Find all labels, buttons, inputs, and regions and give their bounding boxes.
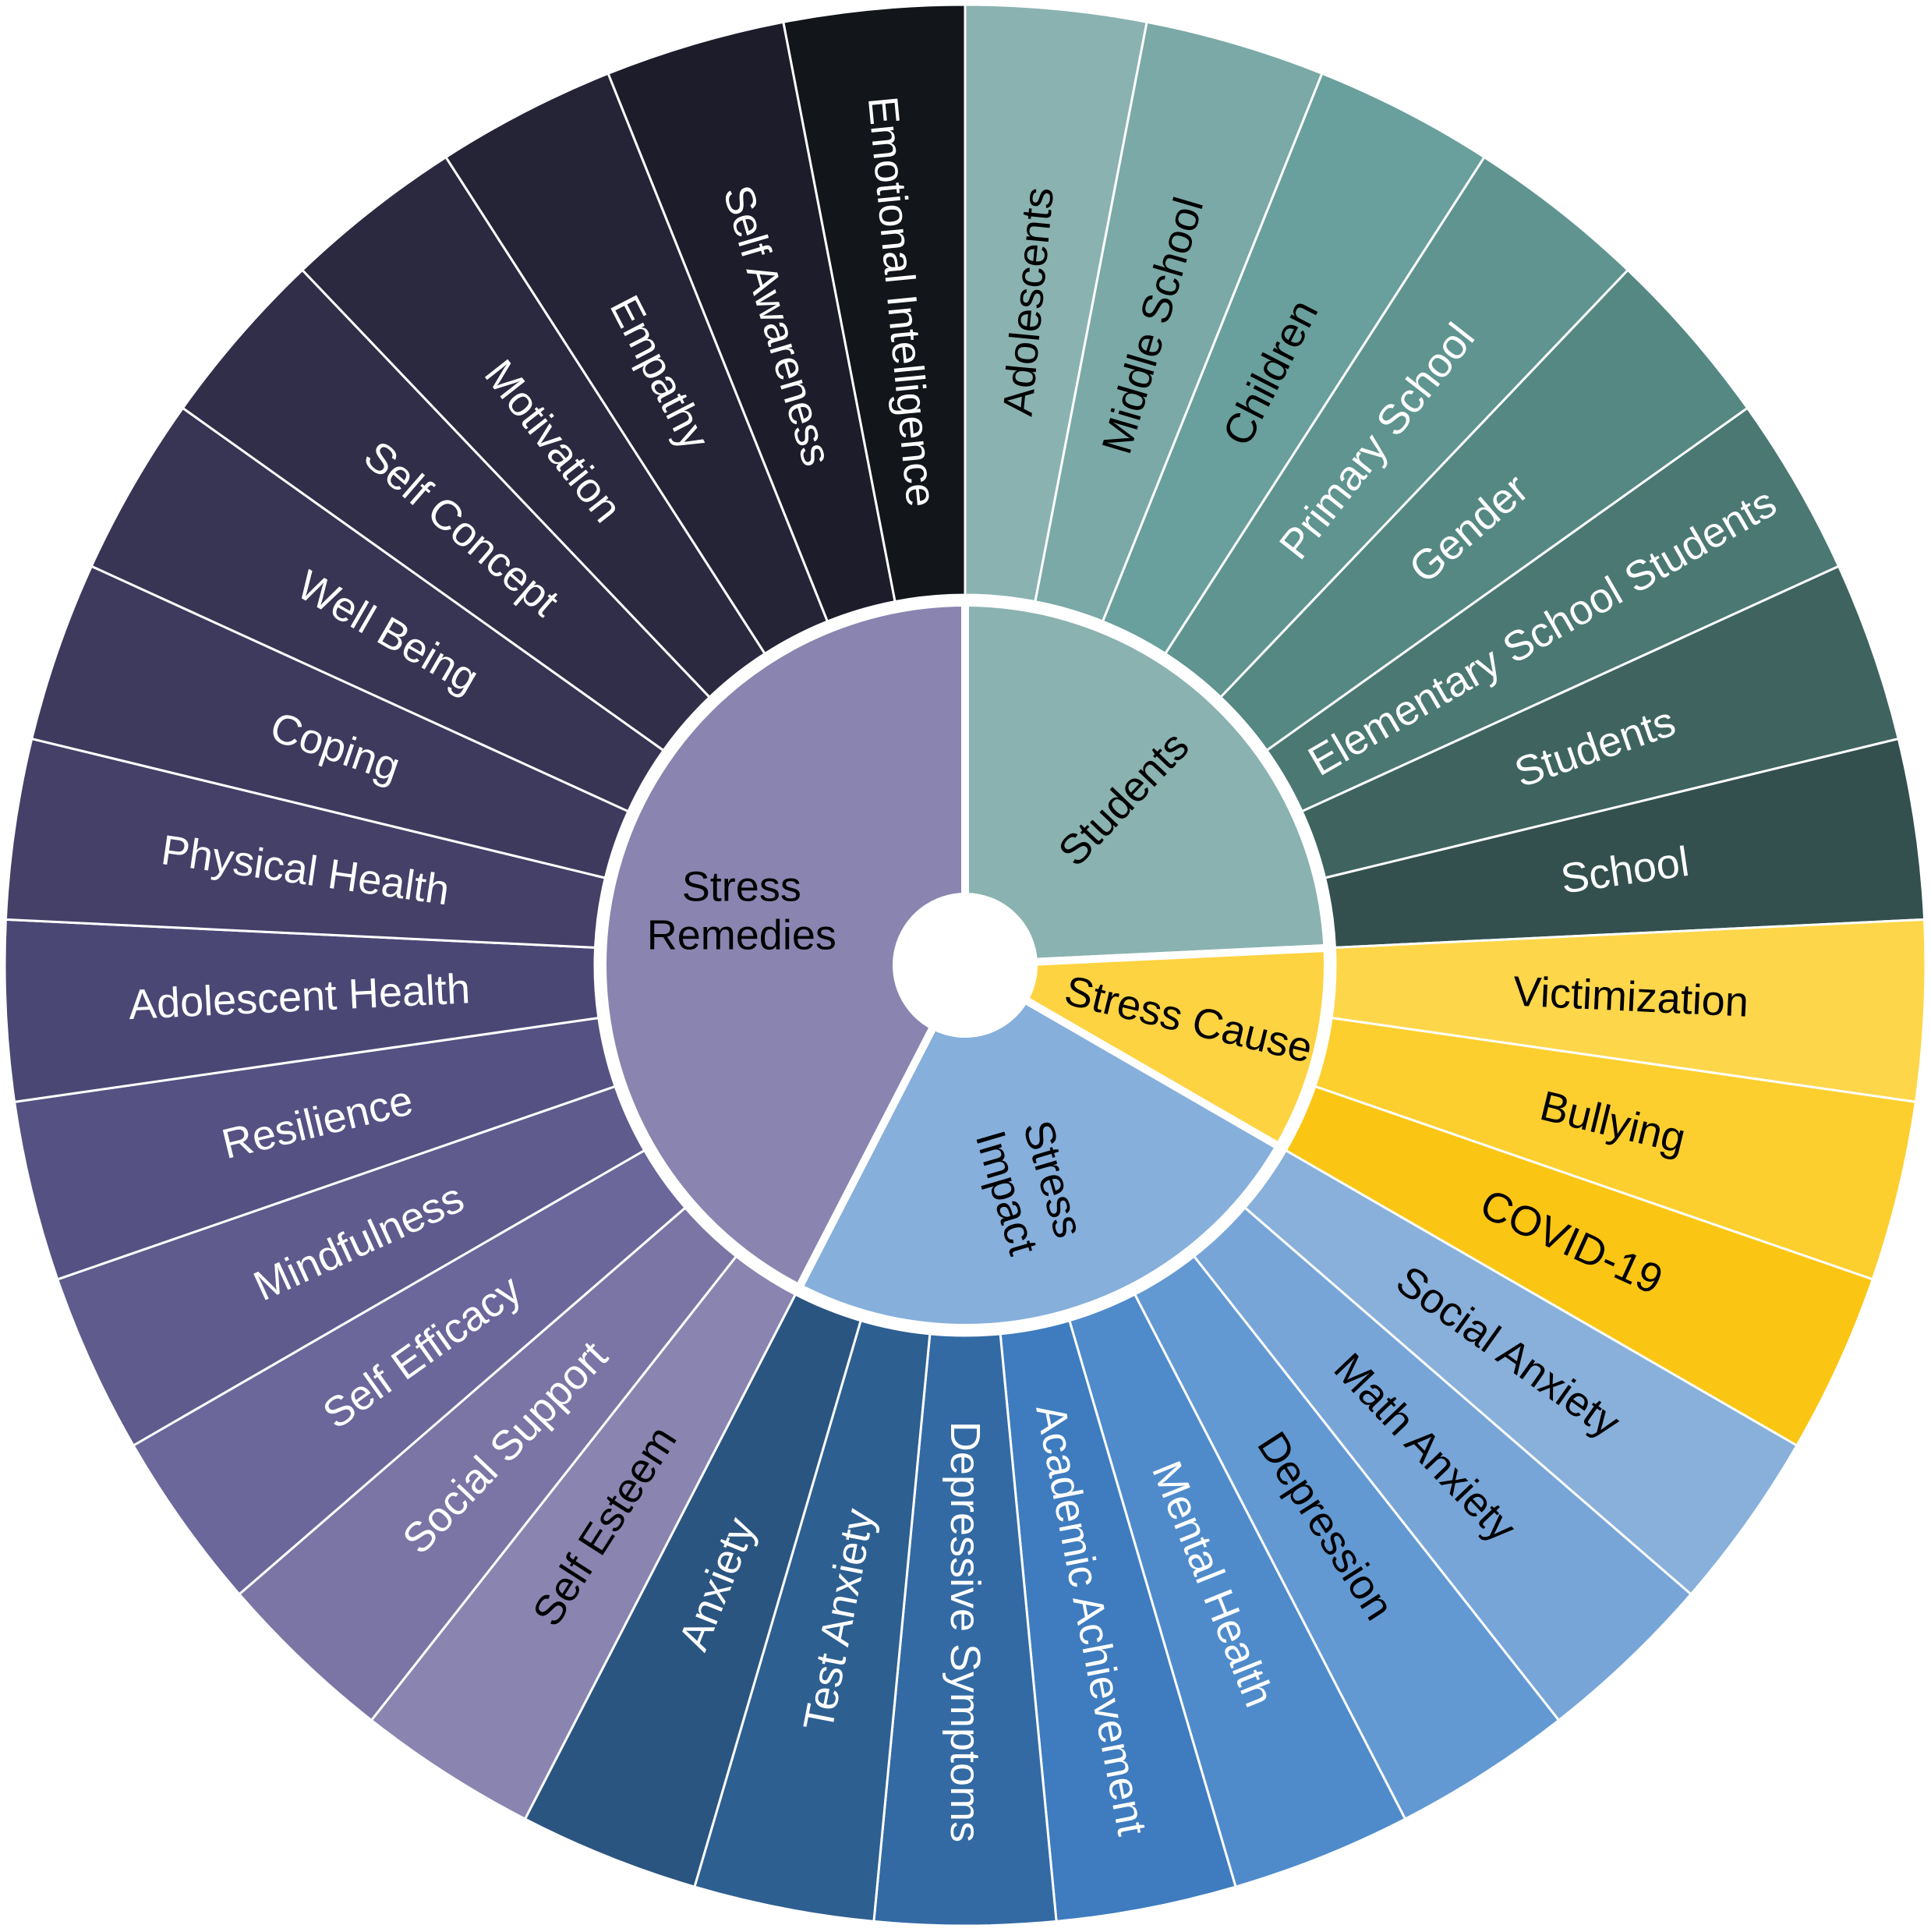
outer-label-victimization: Victimization [1512, 968, 1750, 1026]
outer-segment-emotional-intelligence [782, 3, 967, 603]
outer-ring [3, 3, 1927, 1927]
outer-label-depressive-symptoms: Depressive Symptoms [942, 1421, 988, 1842]
center-hole [897, 897, 1034, 1034]
